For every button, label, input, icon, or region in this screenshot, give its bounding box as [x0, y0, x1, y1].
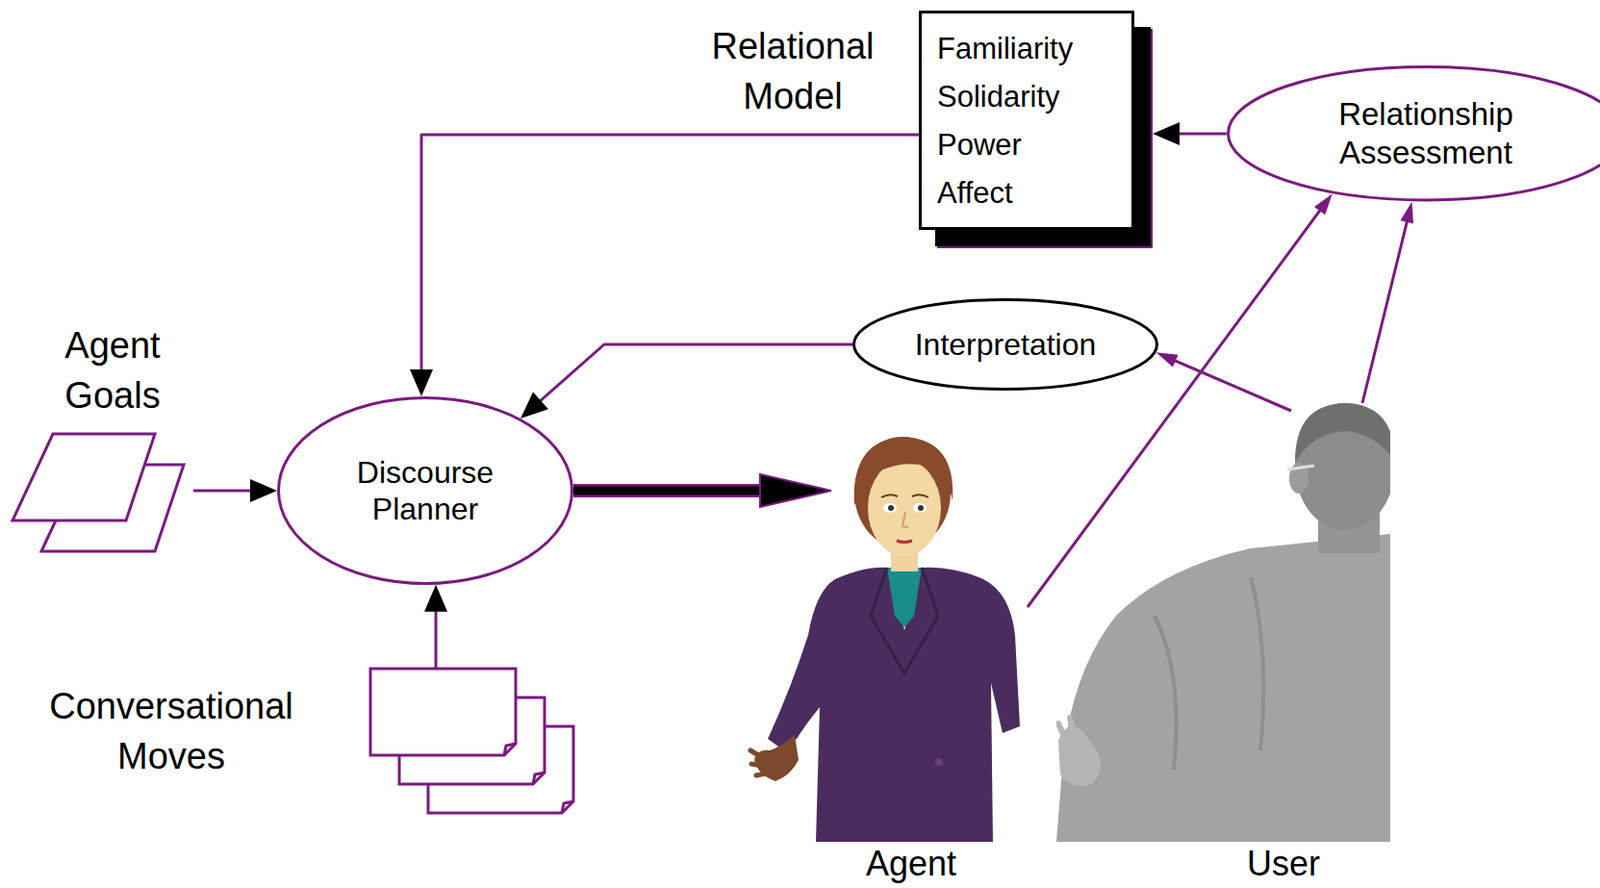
connector-line	[421, 134, 919, 385]
connector-line	[1165, 355, 1292, 411]
agent-eye	[883, 503, 897, 513]
connector-line	[193, 489, 266, 493]
relation-dimension: Familiarity	[937, 25, 1117, 74]
connector	[193, 490, 266, 492]
user-body	[1056, 533, 1391, 842]
process-label: Interpretation	[914, 326, 1097, 363]
agent-fingers	[750, 750, 766, 776]
connector-line	[1027, 201, 1327, 608]
connector	[1165, 355, 1292, 411]
connector	[421, 134, 919, 385]
agent-collar	[887, 567, 922, 628]
planner-ellipse: Discourse Planner	[277, 396, 574, 585]
moves-icon: Conversational Moves	[370, 668, 574, 813]
user-glasses	[1287, 465, 1315, 470]
connector	[1164, 132, 1227, 134]
node-label: Agent Goals	[21, 320, 204, 421]
user-shirt-fold	[1154, 577, 1264, 770]
relation-dimension: Affect	[937, 169, 1117, 218]
goal-sheets	[12, 433, 184, 552]
user-hair	[1295, 403, 1391, 462]
relation-dimension: Solidarity	[937, 73, 1117, 122]
move-pages	[370, 668, 574, 813]
connector	[435, 596, 437, 669]
connector-line	[573, 486, 774, 496]
agent-node: Agent	[831, 432, 1020, 842]
connector-outline	[573, 483, 774, 498]
agent-hair	[854, 436, 954, 506]
agent-brow	[881, 494, 929, 498]
agent-suit	[767, 567, 1020, 842]
agent-lapel	[870, 567, 939, 674]
agent-figure	[750, 436, 1020, 842]
user-node: User	[1056, 403, 1391, 842]
connector	[1027, 201, 1327, 608]
agent-nose	[902, 511, 909, 528]
connector-line	[434, 596, 438, 669]
page-fold	[533, 772, 545, 785]
ellipse-shape	[279, 398, 573, 585]
connector	[529, 344, 853, 411]
user-fingers	[1058, 717, 1074, 741]
user-figure	[1056, 403, 1391, 842]
interpretation-ellipse: Interpretation	[852, 298, 1159, 391]
ellipse-outline	[277, 396, 574, 585]
connector	[1362, 210, 1410, 404]
goals-icon: Agent Goals	[12, 433, 188, 552]
node-label: User	[1196, 844, 1371, 884]
agent-pupil	[917, 505, 924, 511]
ellipse-shape	[1227, 67, 1600, 201]
page-fold	[561, 801, 574, 813]
agent-face	[867, 459, 941, 557]
process-label: Discourse Planner	[329, 454, 522, 529]
page-fold	[504, 743, 516, 756]
node-label: Conversational Moves	[26, 681, 316, 782]
connector-line	[1164, 131, 1227, 135]
agent-eye	[913, 503, 927, 513]
node-label: Relational Model	[696, 21, 889, 122]
assessment-ellipse: Relationship Assessment	[1226, 65, 1600, 202]
node-label: Agent	[824, 844, 998, 884]
connector	[573, 490, 774, 492]
ellipse-outline	[1226, 65, 1600, 202]
ellipse-shape	[854, 300, 1158, 390]
relation-dimension: Power	[937, 121, 1117, 170]
connector-line	[529, 344, 853, 411]
agent-mouth	[896, 540, 913, 543]
connector-line	[1362, 210, 1410, 404]
move-page	[370, 668, 516, 756]
relational-model-box: FamiliaritySolidarityPowerAffectRelation…	[918, 10, 1135, 230]
agent-button	[935, 758, 943, 766]
agent-pupil	[888, 505, 894, 511]
process-label: Relationship Assessment	[1310, 95, 1542, 172]
goal-sheet	[12, 433, 155, 521]
